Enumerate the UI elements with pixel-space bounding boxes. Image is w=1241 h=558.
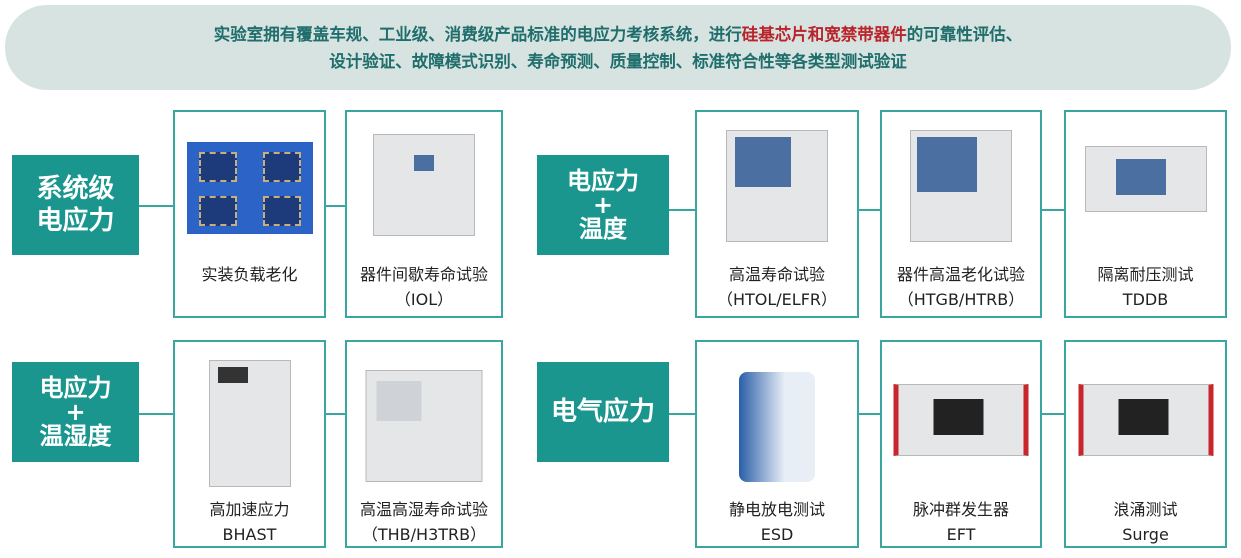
test-label: 隔离耐压测试 TDDB (1097, 265, 1194, 309)
intro-banner: 实验室拥有覆盖车规、工业级、消费级产品标准的电应力考核系统，进行硅基芯片和宽禁带… (5, 5, 1231, 90)
tester-image (1084, 146, 1207, 212)
chamber-image (365, 370, 483, 482)
chamber-image (726, 130, 828, 242)
category-electrical-temperature: 电应力 + 温度 (537, 155, 669, 255)
category-electrical: 电气应力 (537, 362, 669, 462)
test-card-eft: 脉冲群发生器 EFT (880, 340, 1042, 548)
cabinet-image (373, 134, 475, 236)
test-card-htol: 高温寿命试验 （HTOL/ELFR） (695, 110, 859, 318)
test-label: 静电放电测试 ESD (728, 500, 825, 544)
test-label: 器件高温老化试验 （HTGB/HTRB） (896, 265, 1025, 309)
intro-text-3: 设计验证、故障模式识别、寿命预测、质量控制、标准符合性等各类型测试验证 (329, 52, 907, 71)
chamber-image (208, 360, 291, 487)
test-label: 高温高湿寿命试验 （THB/H3TRB） (359, 500, 488, 544)
esd-image (739, 372, 815, 482)
eft-generator-image (893, 384, 1029, 456)
connector (326, 413, 345, 415)
surge-generator-image (1078, 384, 1213, 456)
intro-text-1: 实验室拥有覆盖车规、工业级、消费级产品标准的电应力考核系统，进行 (213, 25, 742, 44)
connector (669, 413, 695, 415)
test-label: 高温寿命试验 （HTOL/ELFR） (716, 265, 838, 309)
intro-highlight: 硅基芯片和宽禁带器件 (741, 25, 907, 44)
category-electrical-humidity: 电应力 + 温湿度 (12, 362, 139, 462)
test-card-iol: 器件间歇寿命试验 （IOL） (345, 110, 503, 318)
connector (1042, 413, 1064, 415)
connector (139, 413, 173, 415)
connector (669, 209, 695, 211)
connector (326, 205, 345, 207)
test-label: 器件间歇寿命试验 （IOL） (359, 265, 488, 309)
test-label: 脉冲群发生器 EFT (912, 500, 1009, 544)
chamber-image (910, 130, 1012, 242)
test-card-tddb: 隔离耐压测试 TDDB (1064, 110, 1227, 318)
category-system-electrical-stress: 系统级 电应力 (12, 155, 139, 255)
test-card-thb: 高温高湿寿命试验 （THB/H3TRB） (345, 340, 503, 548)
connector (1042, 209, 1064, 211)
intro-text-2: 的可靠性评估、 (906, 25, 1023, 44)
connector (859, 413, 880, 415)
test-card-htgb: 器件高温老化试验 （HTGB/HTRB） (880, 110, 1042, 318)
test-card-bhast: 高加速应力 BHAST (173, 340, 326, 548)
connector (139, 205, 173, 207)
test-label: 实装负载老化 (201, 265, 298, 284)
test-label: 高加速应力 BHAST (209, 500, 290, 544)
test-label: 浪涌测试 Surge (1113, 500, 1178, 544)
connector (859, 209, 880, 211)
pcb-image (186, 142, 313, 234)
test-card-surge: 浪涌测试 Surge (1064, 340, 1227, 548)
test-card-load-aging: 实装负载老化 (173, 110, 326, 318)
test-card-esd: 静电放电测试 ESD (695, 340, 859, 548)
